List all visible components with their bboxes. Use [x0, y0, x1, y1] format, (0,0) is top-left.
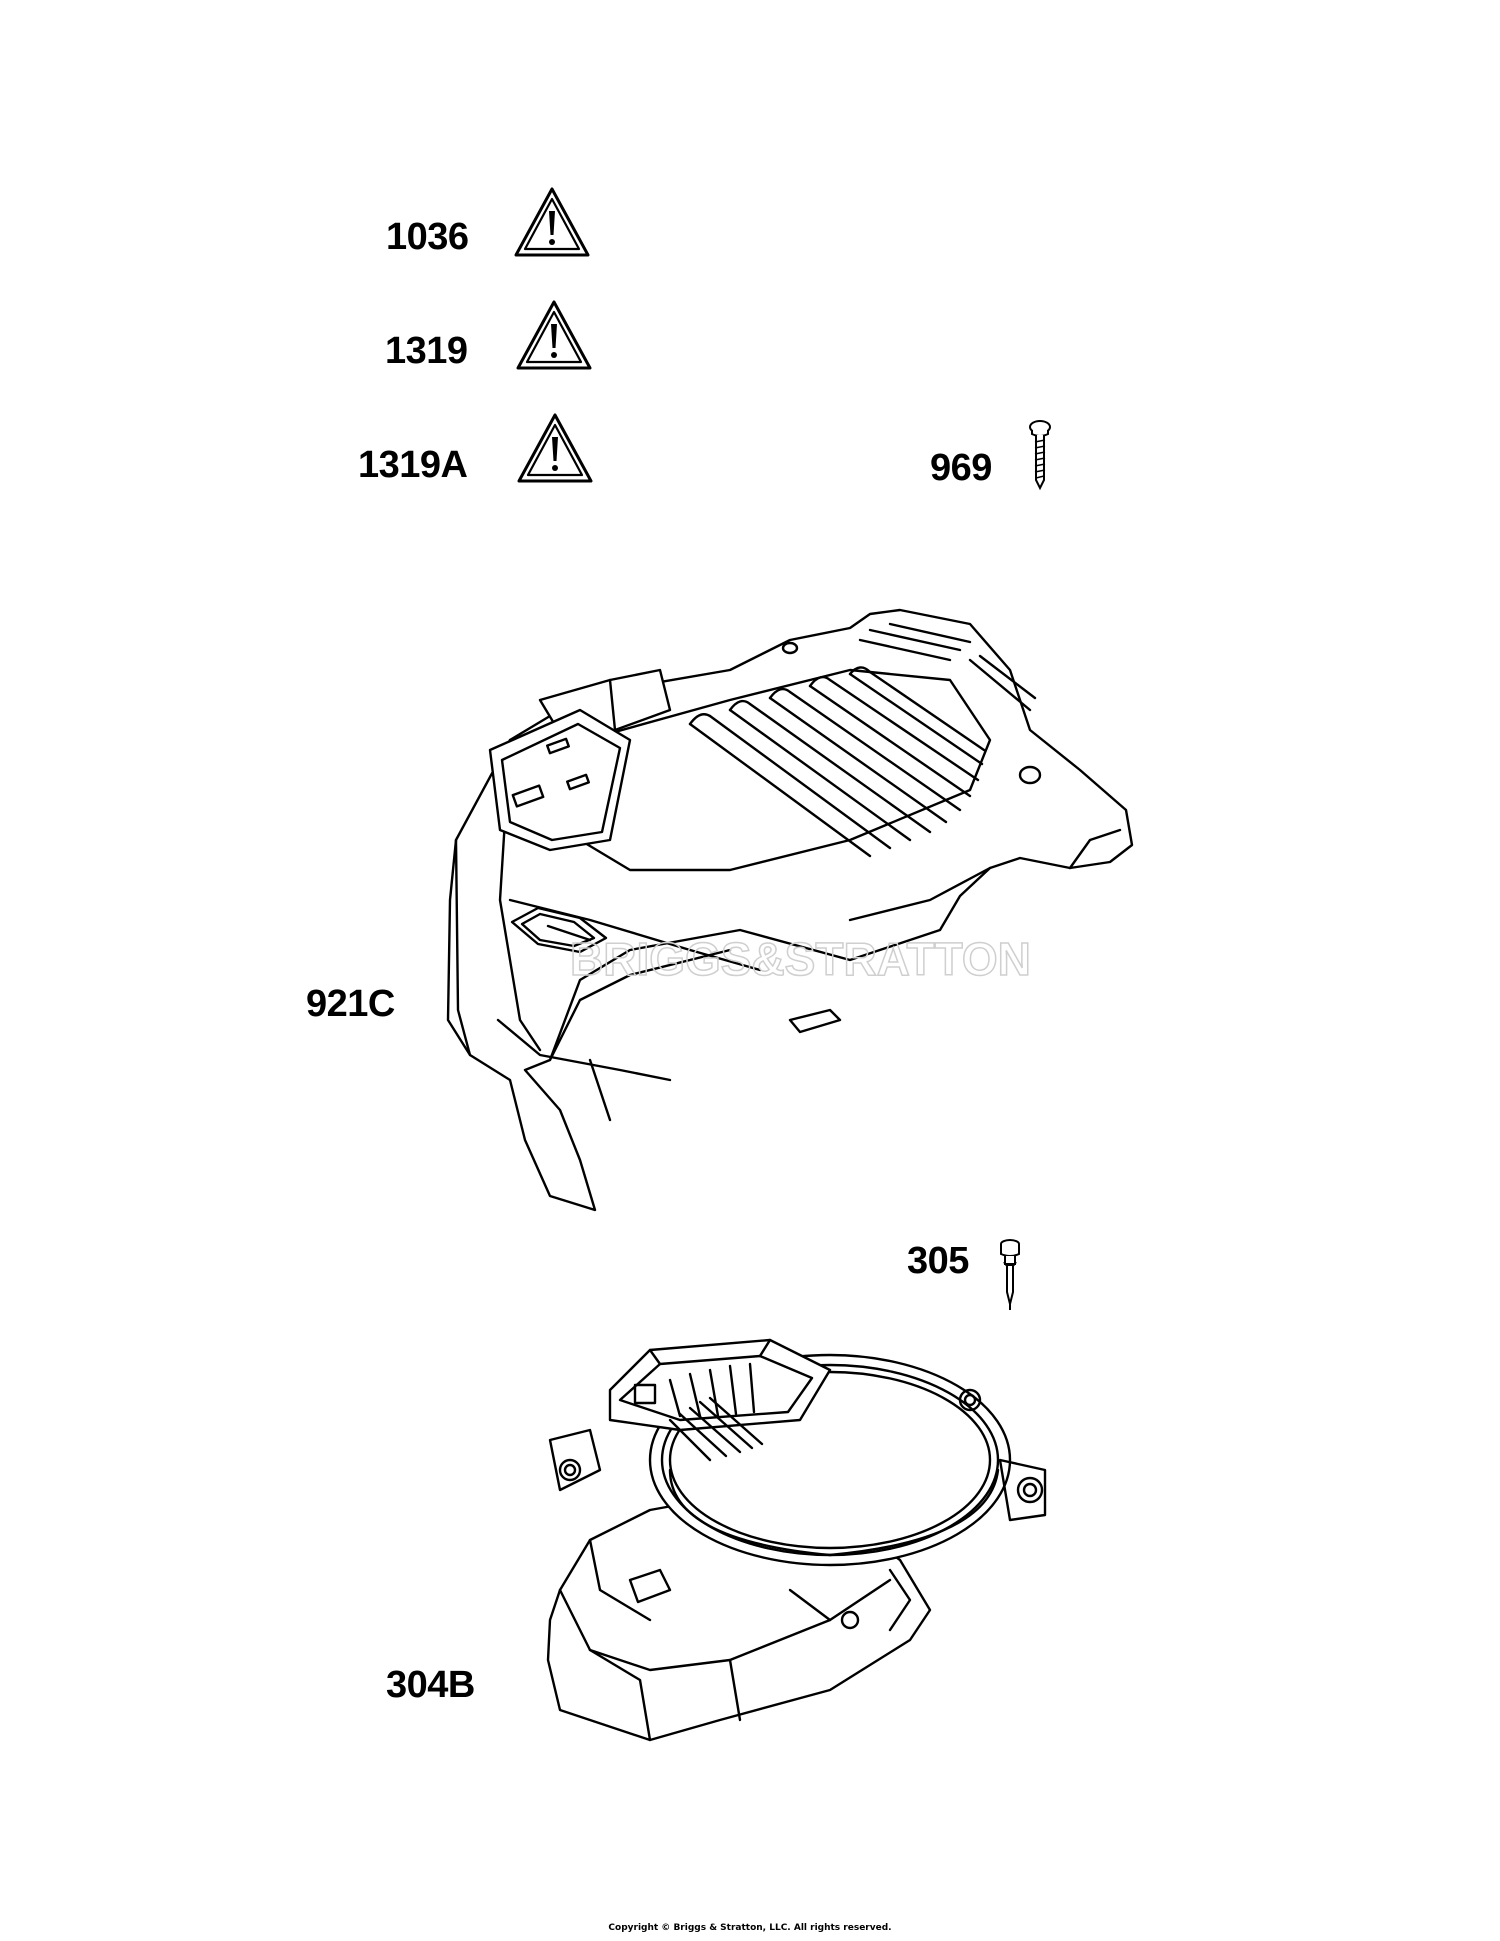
- blower-housing-cover-drawing: BRIGGS&STRATTON: [446, 608, 1134, 1212]
- copyright-notice: Copyright © Briggs & Stratton, LLC. All …: [608, 1923, 892, 1933]
- part-label-1036: 1036: [386, 216, 469, 258]
- screw-icon: [1029, 420, 1051, 491]
- part-label-1319a: 1319A: [358, 444, 468, 486]
- part-label-305: 305: [907, 1240, 969, 1282]
- warning-triangle-icon: [516, 300, 592, 370]
- bolt-icon: [1000, 1239, 1020, 1310]
- part-label-921c: 921C: [306, 983, 395, 1025]
- warning-triangle-icon: [517, 413, 593, 483]
- watermark-text: BRIGGS&STRATTON: [570, 933, 1031, 985]
- part-label-304b: 304B: [386, 1664, 475, 1706]
- warning-triangle-icon: [514, 187, 590, 257]
- part-label-969: 969: [930, 447, 992, 489]
- part-label-1319: 1319: [385, 330, 468, 372]
- blower-housing-base-drawing: [546, 1338, 1047, 1742]
